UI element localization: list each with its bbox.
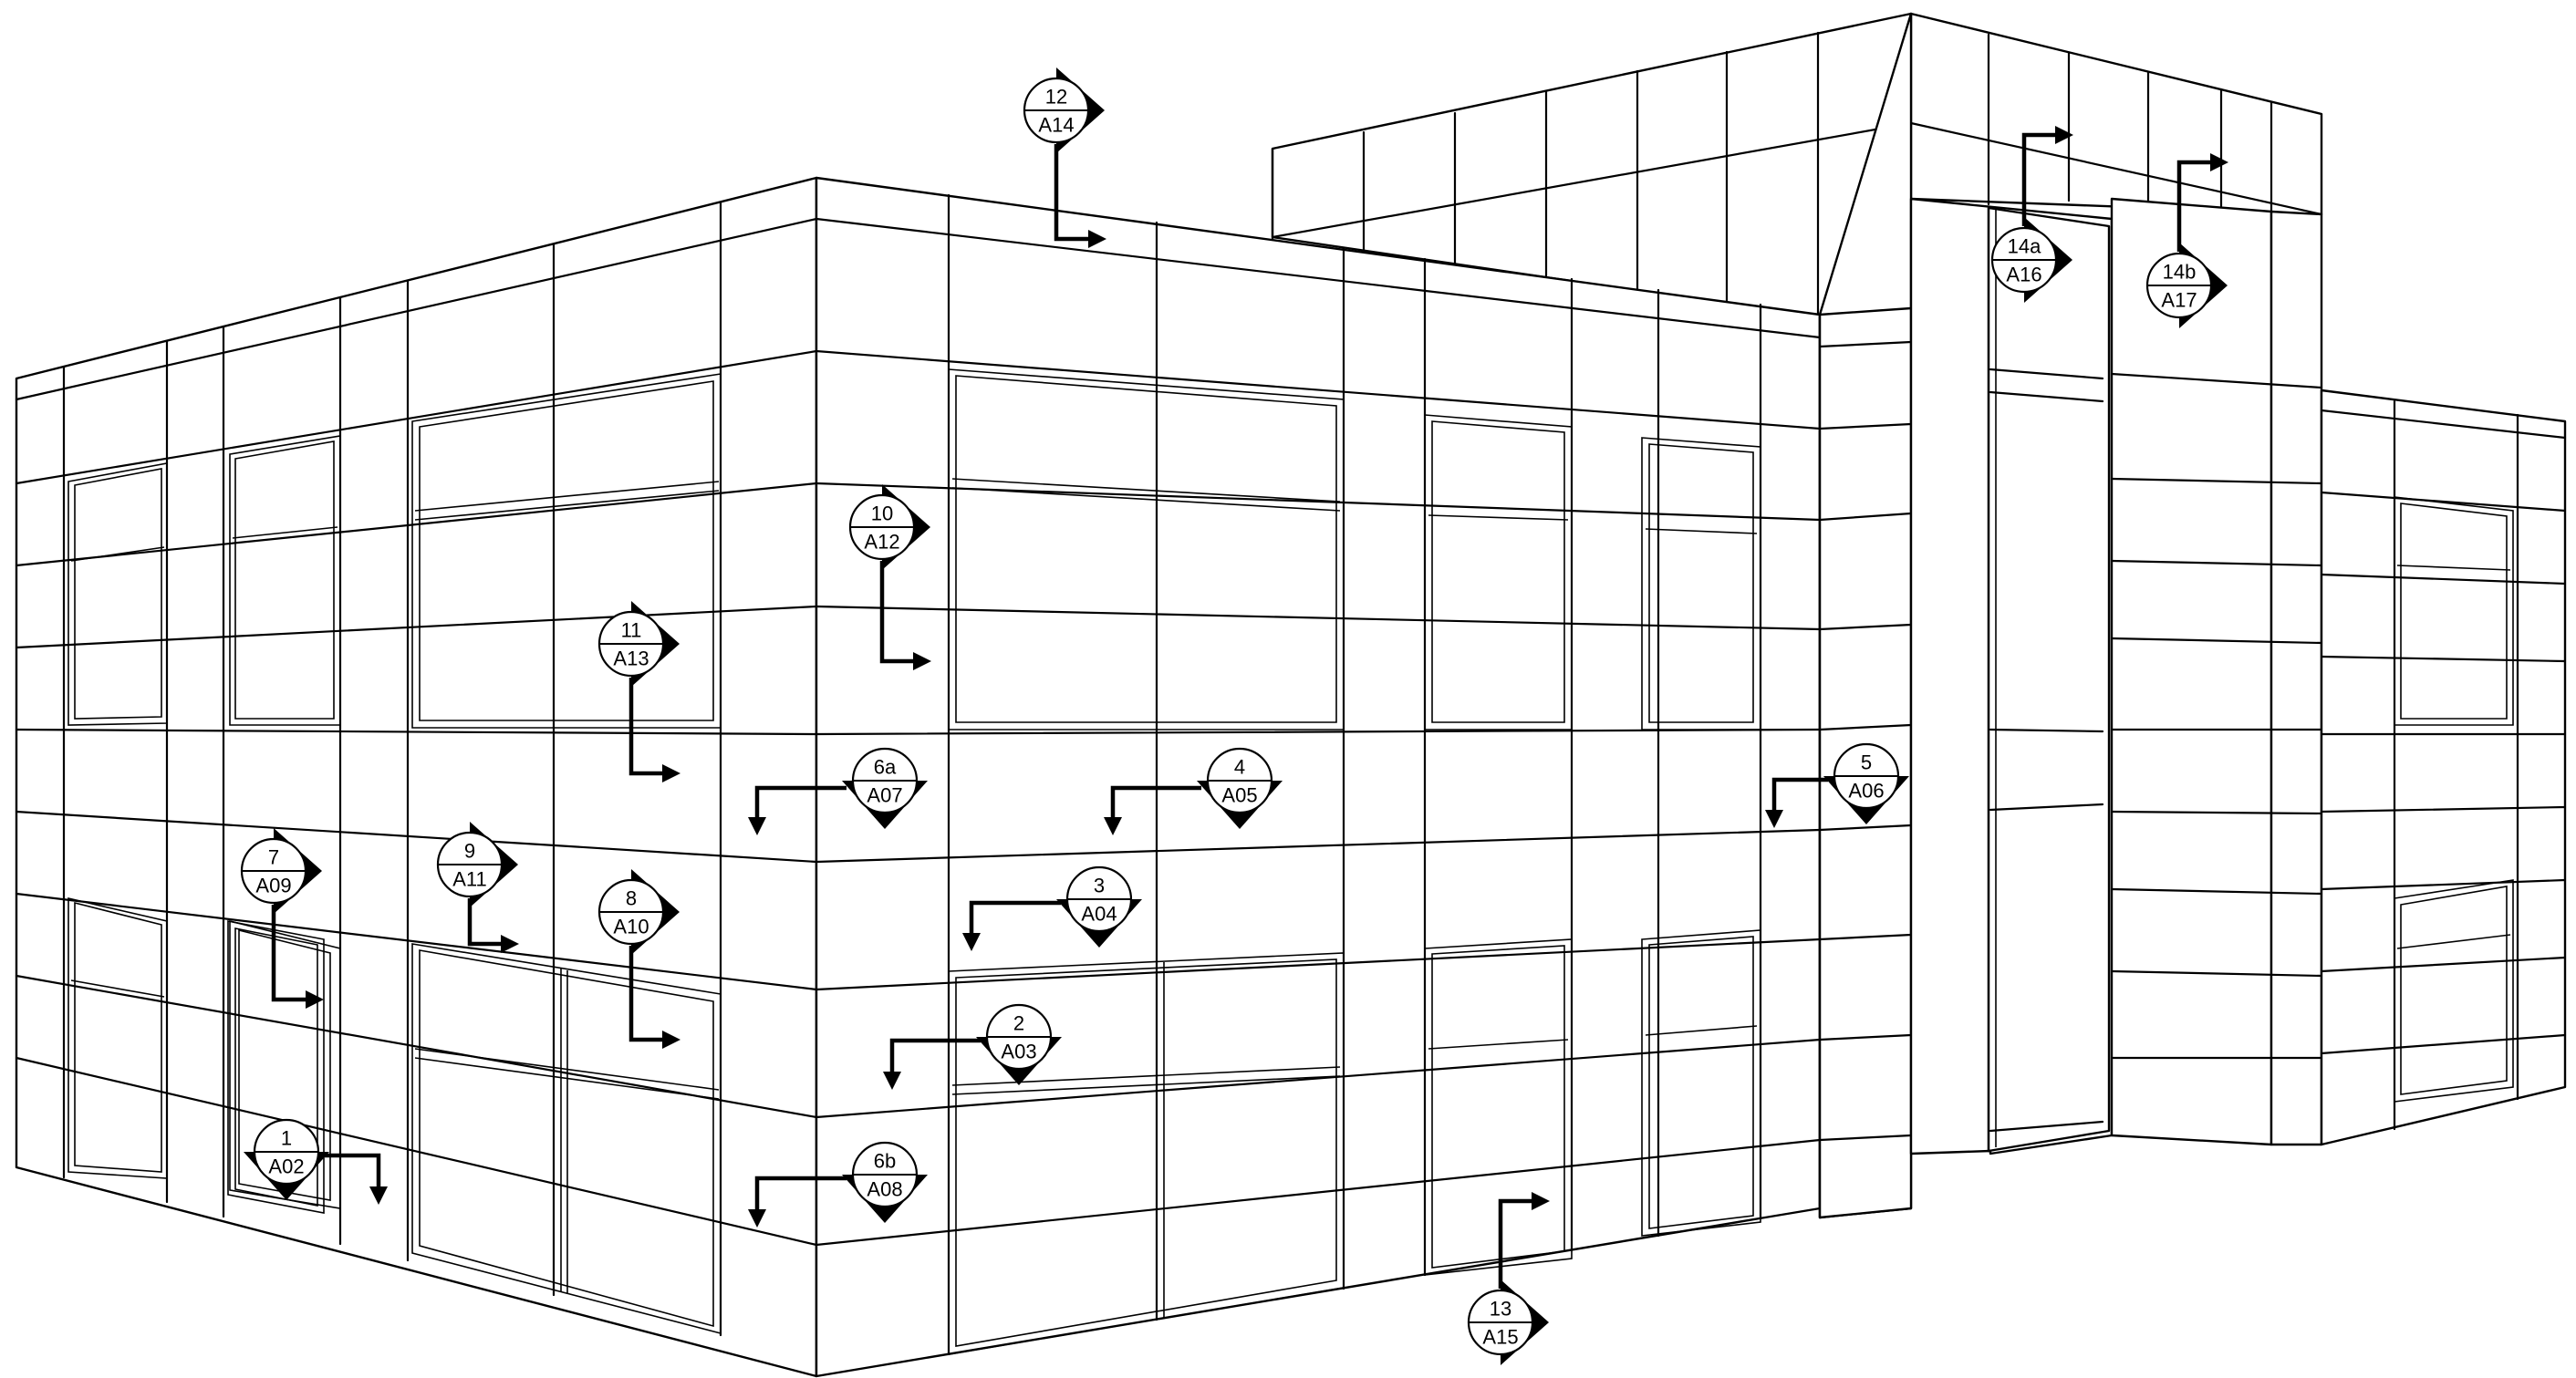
section-cut-line	[879, 561, 915, 664]
section-number: 14a	[2008, 235, 2041, 258]
section-number: 1	[281, 1127, 292, 1150]
section-cut-arrowhead	[962, 933, 981, 951]
building-linework	[15, 12, 2567, 1378]
section-cut-arrowhead	[2210, 153, 2228, 171]
section-number: 9	[464, 840, 475, 863]
section-number: 4	[1234, 756, 1245, 779]
section-number: 8	[626, 887, 637, 910]
section-cut-line	[1054, 144, 1090, 242]
sheet-reference: A08	[867, 1178, 902, 1201]
section-number: 12	[1045, 86, 1067, 109]
section-cut-line	[2021, 132, 2057, 226]
section-cut-arrowhead	[1088, 230, 1106, 248]
section-cut-arrowhead	[306, 990, 324, 1009]
sheet-reference: A05	[1221, 784, 1257, 807]
section-number: 5	[1861, 751, 1872, 774]
sheet-reference: A09	[255, 875, 291, 897]
section-cut-arrowhead	[748, 1209, 766, 1228]
sheet-reference: A11	[452, 868, 487, 891]
section-cut-arrowhead	[1532, 1192, 1550, 1210]
sheet-reference: A12	[864, 531, 899, 554]
section-number: 7	[268, 846, 279, 869]
sheet-reference: A02	[268, 1155, 304, 1178]
section-cut-line	[754, 1176, 847, 1211]
section-cut-line	[969, 900, 1061, 935]
section-cut-line	[628, 946, 664, 1042]
section-cut-line	[1110, 785, 1201, 819]
section-cut-line	[467, 898, 503, 947]
section-cut-arrowhead	[662, 764, 680, 782]
sheet-reference: A15	[1482, 1326, 1518, 1349]
section-number: 14b	[2163, 261, 2197, 284]
section-number: 6a	[874, 756, 897, 779]
sheet-reference: A07	[867, 784, 902, 807]
section-number: 13	[1490, 1298, 1511, 1321]
section-cut-line	[1771, 777, 1828, 812]
section-number: 2	[1013, 1012, 1024, 1035]
section-cut-line	[325, 1153, 381, 1188]
section-cut-line	[2176, 160, 2212, 252]
front-facade	[815, 176, 1822, 1378]
section-cut-arrowhead	[501, 935, 519, 953]
left-facade	[15, 176, 818, 1378]
section-cut-arrowhead	[913, 652, 931, 670]
sheet-reference: A16	[2006, 264, 2041, 286]
sheet-reference: A14	[1038, 114, 1074, 137]
sheet-reference: A13	[613, 648, 649, 670]
section-cut-arrowhead	[1104, 817, 1122, 835]
section-cut-arrowhead	[748, 817, 766, 835]
section-cut-line	[889, 1038, 981, 1073]
section-number: 11	[621, 619, 642, 642]
sheet-reference: A04	[1081, 903, 1117, 926]
section-cut-arrowhead	[369, 1186, 388, 1205]
section-cut-arrowhead	[2055, 126, 2073, 144]
sheet-reference: A10	[613, 916, 649, 938]
section-cut-line	[1498, 1198, 1533, 1289]
windows	[68, 368, 2514, 1355]
section-number: 10	[871, 503, 893, 525]
section-cut-arrowhead	[662, 1031, 680, 1049]
section-number: 3	[1094, 875, 1105, 897]
section-cut-line	[271, 905, 307, 1002]
sheet-reference: A17	[2161, 289, 2197, 312]
sheet-reference: A06	[1848, 780, 1884, 803]
section-cut-line	[754, 785, 847, 819]
right-wing	[1909, 197, 2567, 1155]
sheet-reference: A03	[1001, 1041, 1036, 1063]
section-cut-line	[628, 678, 664, 776]
section-cut-arrowhead	[883, 1072, 901, 1090]
section-cut-arrowhead	[1765, 810, 1783, 828]
section-number: 6b	[874, 1150, 896, 1173]
